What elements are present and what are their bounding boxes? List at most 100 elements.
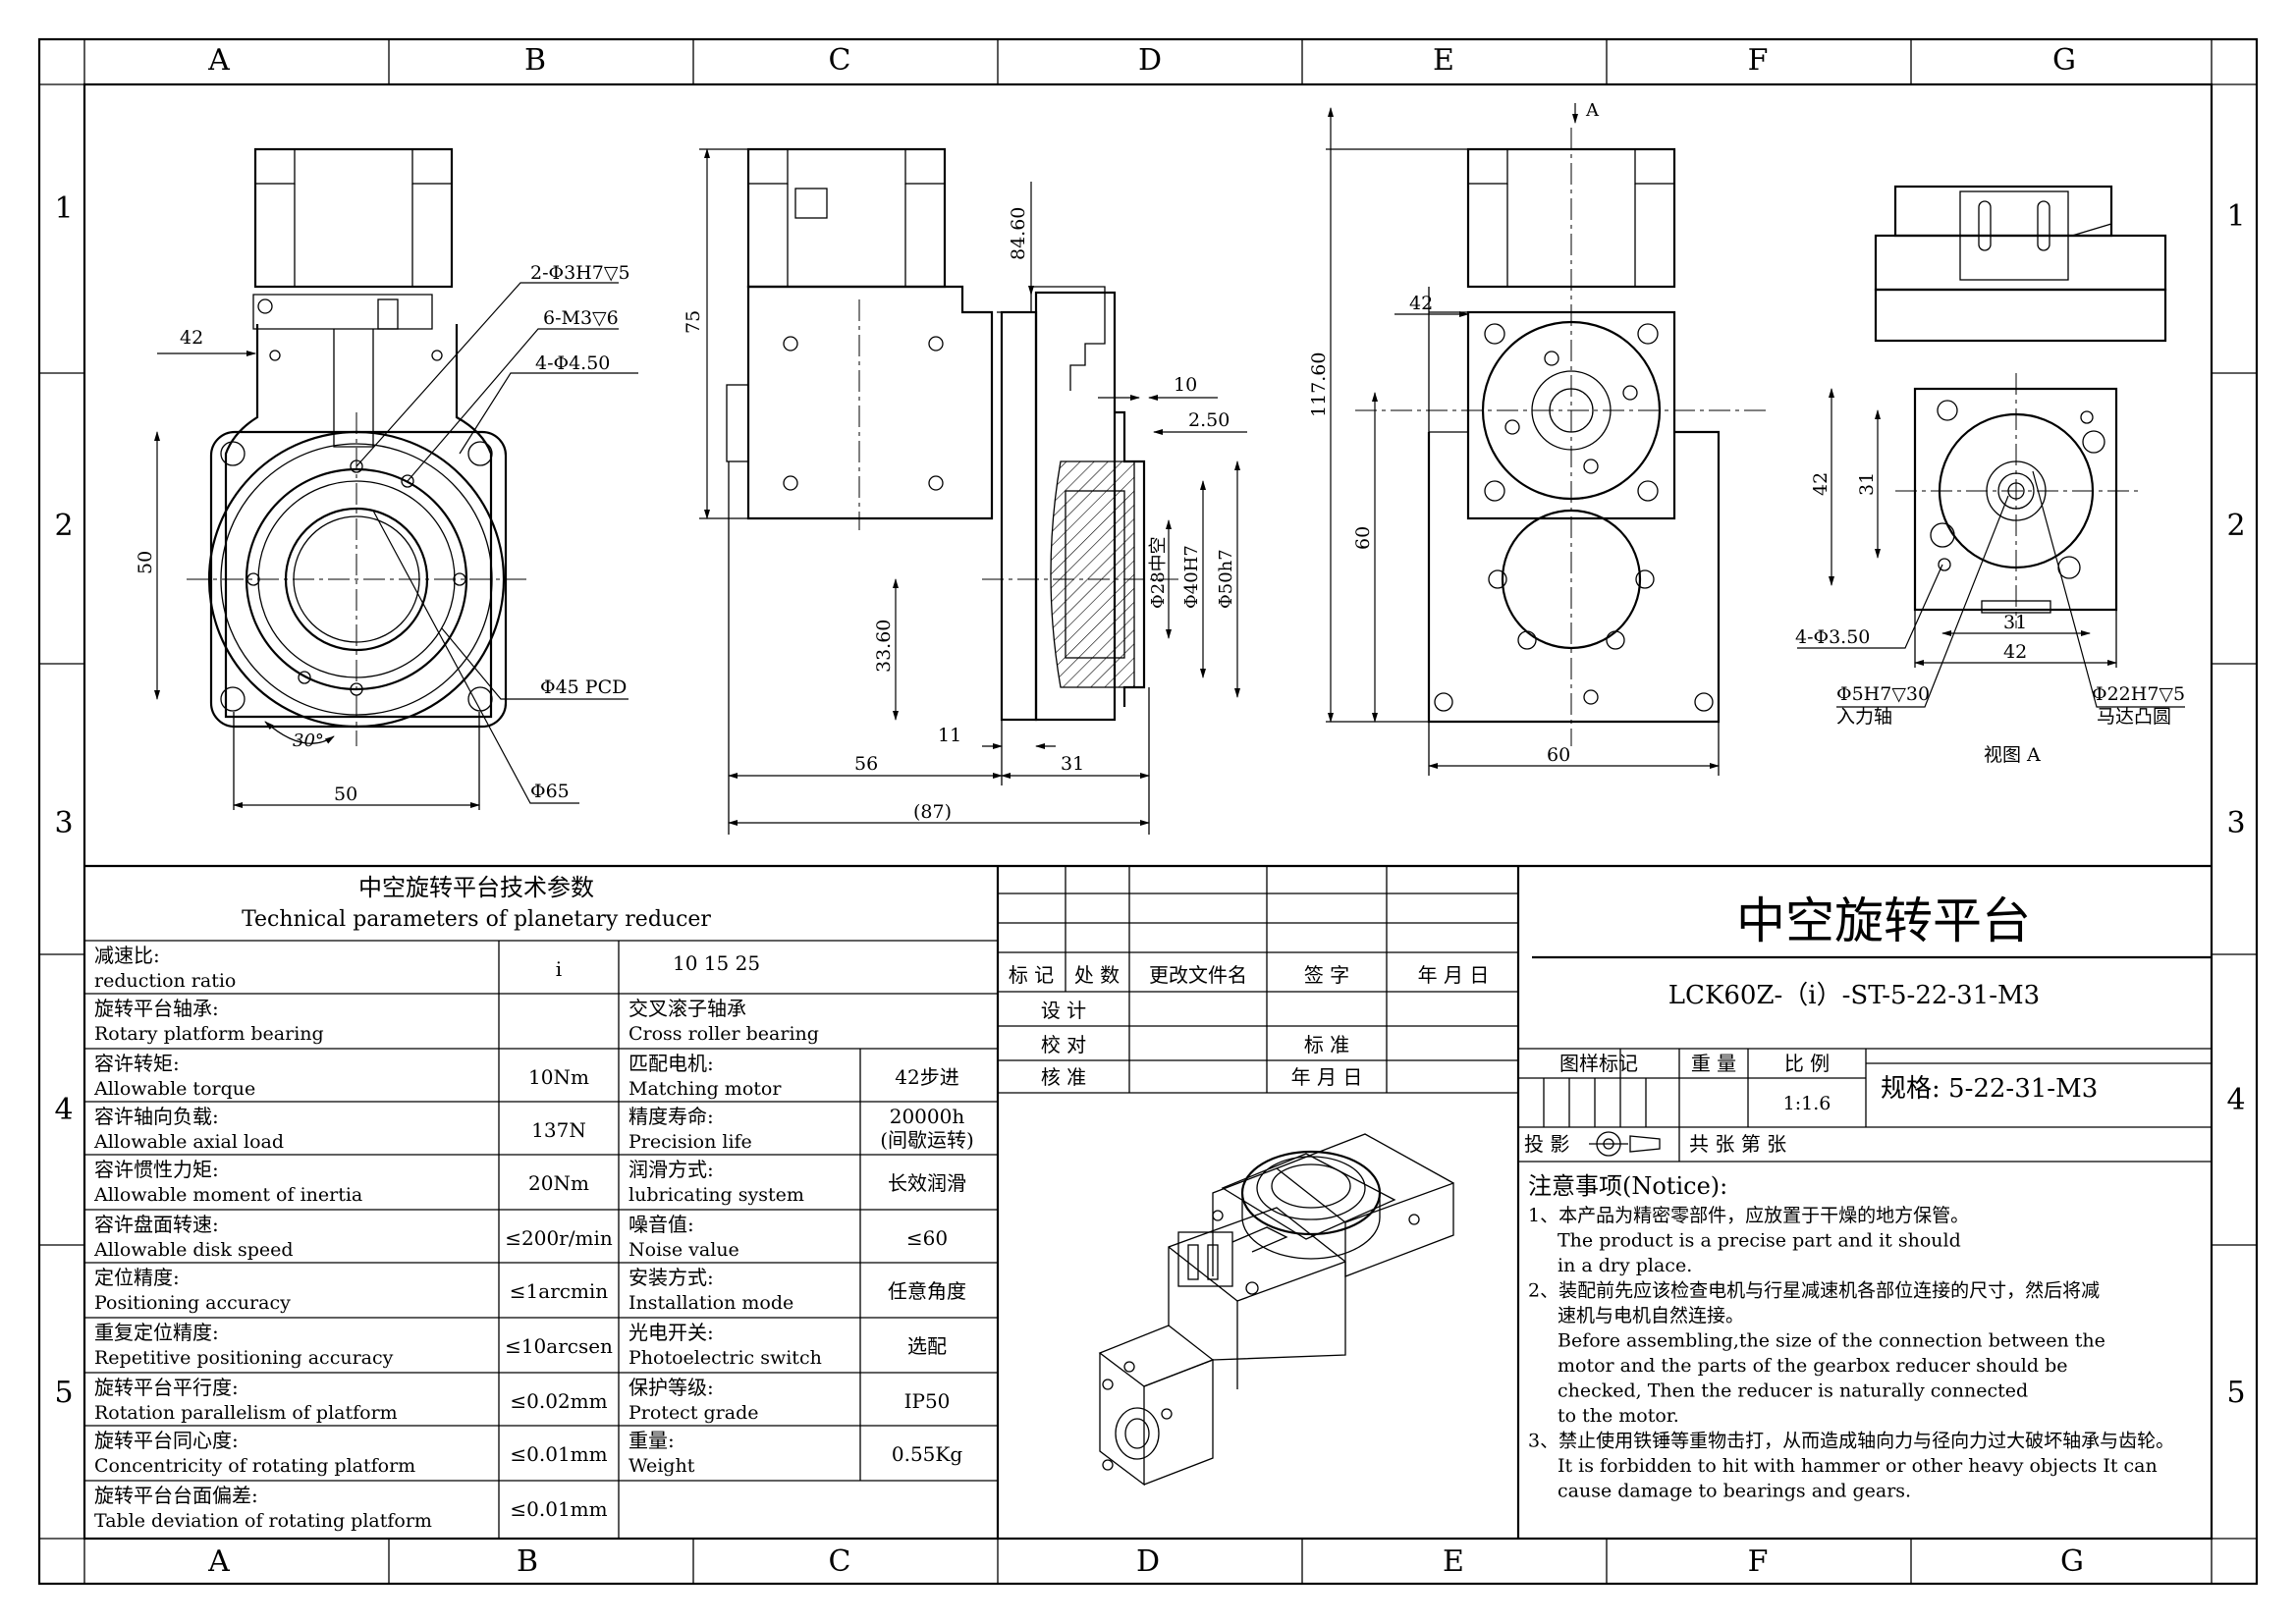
param-left-cn: 减速比: [94,944,160,967]
front-callout-pcd: Φ45 PCD [540,676,627,698]
notice-line: The product is a precise part and it sho… [1558,1230,1961,1252]
param-left-en: Allowable torque [93,1078,255,1100]
projection-symbol-icon [1589,1131,1661,1157]
param-left-cn: 容许轴向负载: [94,1105,219,1128]
param-right-en: Noise value [629,1239,739,1261]
front-view: 42 50 50 30° 2-Φ3H7▽5 6-M3▽6 4-Φ4.50 Φ45… [135,147,638,810]
param-left-en: Concentricity of rotating platform [94,1455,415,1477]
front-dim-50-v: 50 [135,551,156,574]
rear-dim-11760: 117.60 [1308,352,1330,417]
notice-line: in a dry place. [1558,1255,1692,1276]
param-right-cn: 重量: [629,1429,675,1452]
param-right-cn: 匹配电机: [629,1052,714,1075]
zone-col-d-bottom: D [1136,1544,1160,1579]
param-left-value: ≤10arcsen [505,1334,613,1358]
view-a-callout-input-dia: Φ5H7▽30 [1836,683,1930,705]
zone-row-4-left: 4 [54,1093,73,1127]
revision-header-count: 处 数 [1074,963,1120,987]
notice-line: 速机与电机自然连接。 [1558,1305,1744,1326]
param-left-en: Allowable moment of inertia [93,1184,362,1206]
param-left-en: Rotation parallelism of platform [94,1402,398,1424]
view-a-callout-boss-label: 马达凸圆 [2097,706,2171,728]
zone-row-5-left: 5 [54,1376,73,1410]
zone-col-d-top: D [1138,43,1162,78]
title-block: 中空旋转平台 LCK60Z-（i）-ST-5-22-31-M3 图样标记 重 量… [1524,893,2098,1157]
view-a-dim-42-v: 42 [1810,472,1831,496]
param-left-cn: 容许盘面转速: [94,1213,219,1236]
revision-block: 标 记 处 数 更改文件名 签 字 年 月 日 设 计 校 对 核 准 标 准 … [1009,963,1490,1089]
notice-line: motor and the parts of the gearbox reduc… [1558,1355,2068,1377]
view-a-dim-31-v: 31 [1856,472,1878,496]
front-dim-42: 42 [180,327,203,349]
side-dim-56: 56 [854,753,878,775]
param-left-cn: 容许转矩: [94,1052,180,1075]
side-dim-87: (87) [913,801,952,823]
view-a-dim-31-h: 31 [2003,612,2027,633]
param-right-value: 42步进 [895,1065,958,1089]
param-left-en: Table deviation of rotating platform [94,1510,432,1532]
param-left-en: Allowable axial load [93,1131,284,1153]
isometric-illustration [1098,1133,1454,1487]
front-dim-50-h: 50 [334,784,357,805]
rear-dim-42: 42 [1409,293,1433,314]
revision-date: 年 月 日 [1291,1065,1363,1089]
param-right-value: ≤60 [906,1226,948,1250]
param-right-cn: 10 15 25 [673,951,760,975]
sheet-frame: A B C D E F G A B C D E F G 1 2 3 4 5 1 … [37,37,2259,1586]
param-left-value: ≤0.01mm [510,1442,607,1466]
zone-row-1-left: 1 [54,191,73,226]
param-left-cn: 旋转平台轴承: [94,997,219,1020]
params-title-cn: 中空旋转平台技术参数 [358,874,594,901]
rear-view-arrow-label: A [1585,100,1600,121]
front-dim-angle: 30° [293,730,324,751]
front-callout-holes-c: 4-Φ4.50 [535,352,610,374]
param-left-cn: 定位精度: [94,1266,180,1289]
param-right-en: Photoelectric switch [629,1347,822,1369]
revision-header-sign: 签 字 [1304,963,1349,987]
param-left-value: 10Nm [528,1065,589,1089]
side-dim-11: 11 [938,725,961,746]
param-right-en: Matching motor [629,1078,782,1100]
rear-view: A 42 117.60 60 60 [1308,100,1768,776]
zone-col-f-top: F [1748,43,1769,78]
zone-col-c-bottom: C [829,1544,851,1579]
zone-col-a-top: A [207,43,230,78]
param-right-cn: 保护等级: [629,1376,714,1399]
drawing-scale-value: 1:1.6 [1783,1093,1831,1114]
side-dim-250: 2.50 [1188,409,1230,431]
zone-col-g-top: G [2052,43,2076,78]
zone-row-3-right: 3 [2226,806,2245,840]
view-a-callout-holes: 4-Φ3.50 [1795,626,1870,648]
front-callout-holes-a: 2-Φ3H7▽5 [530,262,630,284]
zone-col-g-bottom: G [2060,1544,2084,1579]
param-left-value: ≤0.02mm [510,1389,607,1413]
view-a-callout-boss-dia: Φ22H7▽5 [2092,683,2185,705]
param-right-cn: 光电开关: [629,1321,714,1344]
view-a-caption: 视图 A [1984,744,2041,766]
side-dim-d50: Φ50h7 [1216,549,1236,609]
param-left-value: 20Nm [528,1171,589,1195]
param-left-value: 137N [531,1118,586,1142]
zone-col-e-top: E [1433,43,1454,78]
param-right-en: Installation mode [629,1292,793,1314]
drawing-mark-label: 图样标记 [1559,1052,1638,1075]
revision-standard: 标 准 [1304,1033,1349,1056]
drawing-scale-label: 比 例 [1784,1052,1830,1075]
param-right-en: lubricating system [629,1184,804,1206]
notice-line: to the motor. [1558,1405,1679,1427]
notice-line: 1、本产品为精密零部件，应放置于干燥的地方保管。 [1528,1205,1969,1226]
param-right-value: IP50 [904,1389,951,1413]
notice-line: checked, Then the reducer is naturally c… [1558,1380,2028,1402]
view-a-dim-42-h: 42 [2003,641,2027,663]
param-left-en: Rotary platform bearing [94,1023,324,1045]
param-right-cn: 润滑方式: [629,1158,714,1181]
notice-line: 3、禁止使用铁锤等重物击打，从而造成轴向力与径向力过大破坏轴承与齿轮。 [1528,1431,2174,1452]
zone-col-a-bottom: A [207,1544,230,1579]
side-dim-10: 10 [1174,374,1197,396]
param-left-cn: 旋转平台平行度: [94,1376,239,1399]
side-dim-d40: Φ40H7 [1181,545,1202,609]
zone-col-c-top: C [829,43,851,78]
notice-line: It is forbidden to hit with hammer or ot… [1558,1455,2158,1477]
param-left-cn: 旋转平台同心度: [94,1429,239,1452]
